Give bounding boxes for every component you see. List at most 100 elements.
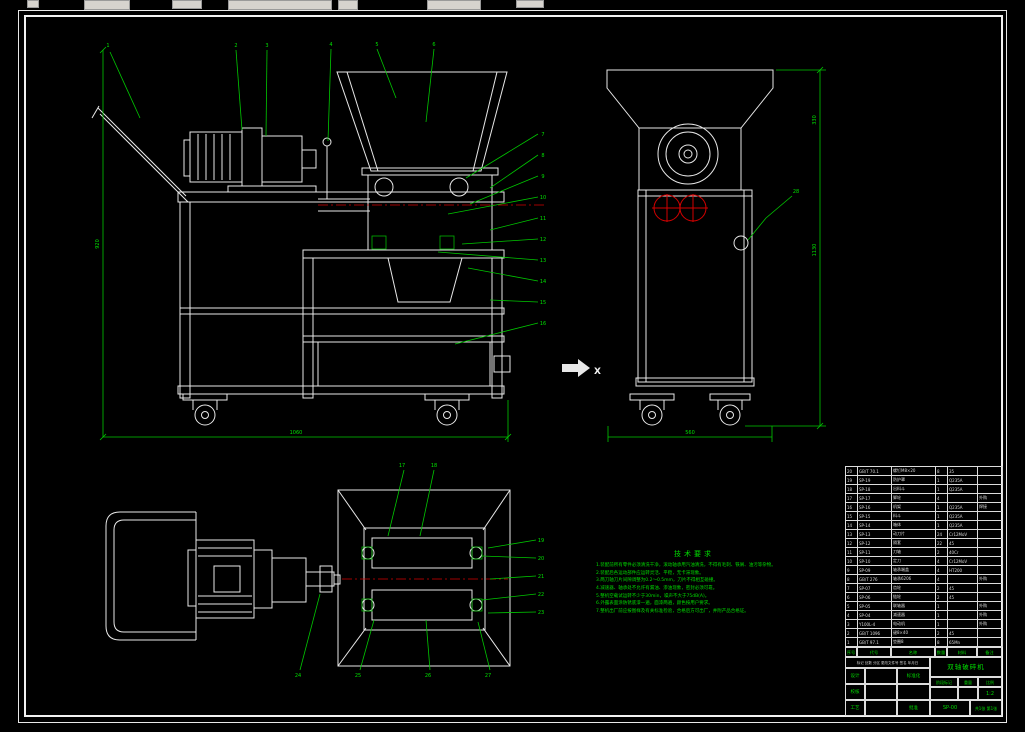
callout-label: 17 bbox=[399, 463, 405, 469]
toolbar-fragment[interactable] bbox=[27, 0, 39, 8]
bom-code: SP-15 bbox=[857, 511, 892, 521]
bom-body: 20 GB/T 70.1 螺钉M8×20 8 35 19 SP-19 防护罩 1… bbox=[845, 466, 1003, 647]
bom-code: SP-05 bbox=[857, 601, 892, 611]
bom-row: 18 SP-18 出料斗 1 Q235A bbox=[845, 484, 1003, 494]
tech-requirement-line: 5.整机空载试运转不少于30min，噪声不大于75dB(A)。 bbox=[596, 593, 710, 599]
bom-name: 出料斗 bbox=[891, 484, 936, 494]
bom-row: 1 GB/T 97.1 垫圈8 8 65Mn bbox=[845, 637, 1003, 647]
bom-name: 刀轴 bbox=[891, 547, 936, 557]
bom-name: 垫圈8 bbox=[891, 637, 936, 647]
bom-row: 13 SP-13 动刀片 24 Cr12MoV bbox=[845, 529, 1003, 539]
callout-label: 13 bbox=[540, 258, 546, 264]
dimension-label: 1060 bbox=[290, 430, 303, 436]
plan-handle bbox=[105, 511, 197, 641]
bom-seq: 7 bbox=[845, 583, 858, 593]
bom-code: SP-06 bbox=[857, 592, 892, 602]
tech-requirement-line: 4.减速器、轴承处不允许有漏油、渗油现象，密封必须可靠。 bbox=[596, 585, 718, 591]
bom-qty: 1 bbox=[935, 502, 948, 512]
bom-header-qty: 数量 bbox=[935, 647, 947, 657]
section-label: X bbox=[594, 367, 601, 377]
bom-qty: 4 bbox=[935, 565, 948, 575]
bom-row: 7 SP-07 齿轮 2 45 bbox=[845, 583, 1003, 593]
bom-qty: 2 bbox=[935, 592, 948, 602]
process-label: 工艺 bbox=[845, 700, 865, 716]
bom-qty: 2 bbox=[935, 583, 948, 593]
dimension-label: 1130 bbox=[812, 244, 818, 257]
toolbar-fragment[interactable] bbox=[228, 0, 332, 10]
bom-header-note: 备注 bbox=[977, 647, 1002, 657]
bom-note bbox=[977, 565, 1003, 575]
bom-qty: 22 bbox=[935, 538, 948, 548]
bom-qty: 2 bbox=[935, 547, 948, 557]
bom-code: Y100L-4 bbox=[857, 619, 892, 629]
bom-note bbox=[977, 556, 1003, 566]
callout-label: 19 bbox=[538, 538, 544, 544]
design-label: 设计 bbox=[845, 668, 865, 684]
bom-seq: 13 bbox=[845, 529, 858, 539]
toolbar-fragment[interactable] bbox=[172, 0, 202, 9]
bom-material bbox=[947, 493, 978, 503]
sheet-info: 共1张 第1张 bbox=[970, 700, 1002, 716]
bom-seq: 4 bbox=[845, 610, 858, 620]
tech-requirement-line: 3.两刀轴刀片间隙调整为0.2～0.5mm，刀片不得相互碰撞。 bbox=[596, 578, 718, 584]
toolbar-fragment[interactable] bbox=[84, 0, 130, 10]
bom-row: 3 Y100L-4 电动机 1 外购 bbox=[845, 619, 1003, 629]
bom-code: SP-09 bbox=[857, 565, 892, 575]
stage-mark-cell bbox=[897, 684, 930, 700]
bom-seq: 8 bbox=[845, 574, 858, 584]
drawing-number: SP-00 bbox=[930, 700, 970, 716]
bom-material bbox=[947, 610, 978, 620]
bom-code: SP-17 bbox=[857, 493, 892, 503]
bom-code: GB/T 1096 bbox=[857, 628, 892, 638]
bom-row: 5 SP-05 联轴器 1 外购 bbox=[845, 601, 1003, 611]
bom-qty: 1 bbox=[935, 511, 948, 521]
bom-name: 定刀 bbox=[891, 556, 936, 566]
bom-material: 45 bbox=[947, 538, 978, 548]
approve-label: 批准 bbox=[897, 700, 930, 716]
bom-name: 箱体 bbox=[891, 520, 936, 530]
callout-label: 6 bbox=[432, 42, 435, 48]
bom-name: 电动机 bbox=[891, 619, 936, 629]
callout-label: 5 bbox=[375, 42, 378, 48]
bom-note bbox=[977, 583, 1003, 593]
bom-name: 脚轮 bbox=[891, 493, 936, 503]
front-hopper bbox=[336, 71, 508, 176]
bom-qty: 2 bbox=[935, 628, 948, 638]
bom-seq: 10 bbox=[845, 556, 858, 566]
bom-material: Q235A bbox=[947, 475, 978, 485]
callout-label: 27 bbox=[485, 673, 491, 679]
toolbar-fragment[interactable] bbox=[516, 0, 544, 8]
bom-note bbox=[977, 484, 1003, 494]
bom-name: 料斗 bbox=[891, 511, 936, 521]
bom-row: 9 SP-09 轴承端盖 4 HT200 bbox=[845, 565, 1003, 575]
bom-code: GB/T 276 bbox=[857, 574, 892, 584]
bom-note: 外购 bbox=[977, 493, 1003, 503]
bom-seq: 19 bbox=[845, 475, 858, 485]
bom-qty: 8 bbox=[935, 466, 948, 476]
bom-material: Q235A bbox=[947, 511, 978, 521]
stage-value-cell bbox=[930, 687, 958, 700]
callout-label: 24 bbox=[295, 673, 301, 679]
product-name-cell: 双轴破碎机 bbox=[930, 657, 1002, 677]
bom-seq: 16 bbox=[845, 502, 858, 512]
bom-material: Q235A bbox=[947, 520, 978, 530]
toolbar-fragment[interactable] bbox=[338, 0, 358, 10]
bom-seq: 5 bbox=[845, 601, 858, 611]
bom-seq: 18 bbox=[845, 484, 858, 494]
dimension-label: 560 bbox=[685, 430, 695, 436]
callout-label: 11 bbox=[540, 216, 546, 222]
bom-material: 35 bbox=[947, 466, 978, 476]
bom-seq: 14 bbox=[845, 520, 858, 530]
bom-row: 12 SP-12 隔套 22 45 bbox=[845, 538, 1003, 548]
revision-header: 标记 处数 分区 更改文件号 签名 年月日 bbox=[845, 657, 930, 668]
design-signature-cell bbox=[865, 668, 897, 684]
toolbar-fragment[interactable] bbox=[427, 0, 481, 10]
weight-label: 重量 bbox=[958, 677, 978, 687]
bom-material bbox=[947, 574, 978, 584]
front-caster-right bbox=[424, 393, 470, 426]
bom-material: Q235A bbox=[947, 484, 978, 494]
bom-code: SP-10 bbox=[857, 556, 892, 566]
end-body bbox=[635, 189, 755, 387]
bom-material: Cr12MoV bbox=[947, 556, 978, 566]
